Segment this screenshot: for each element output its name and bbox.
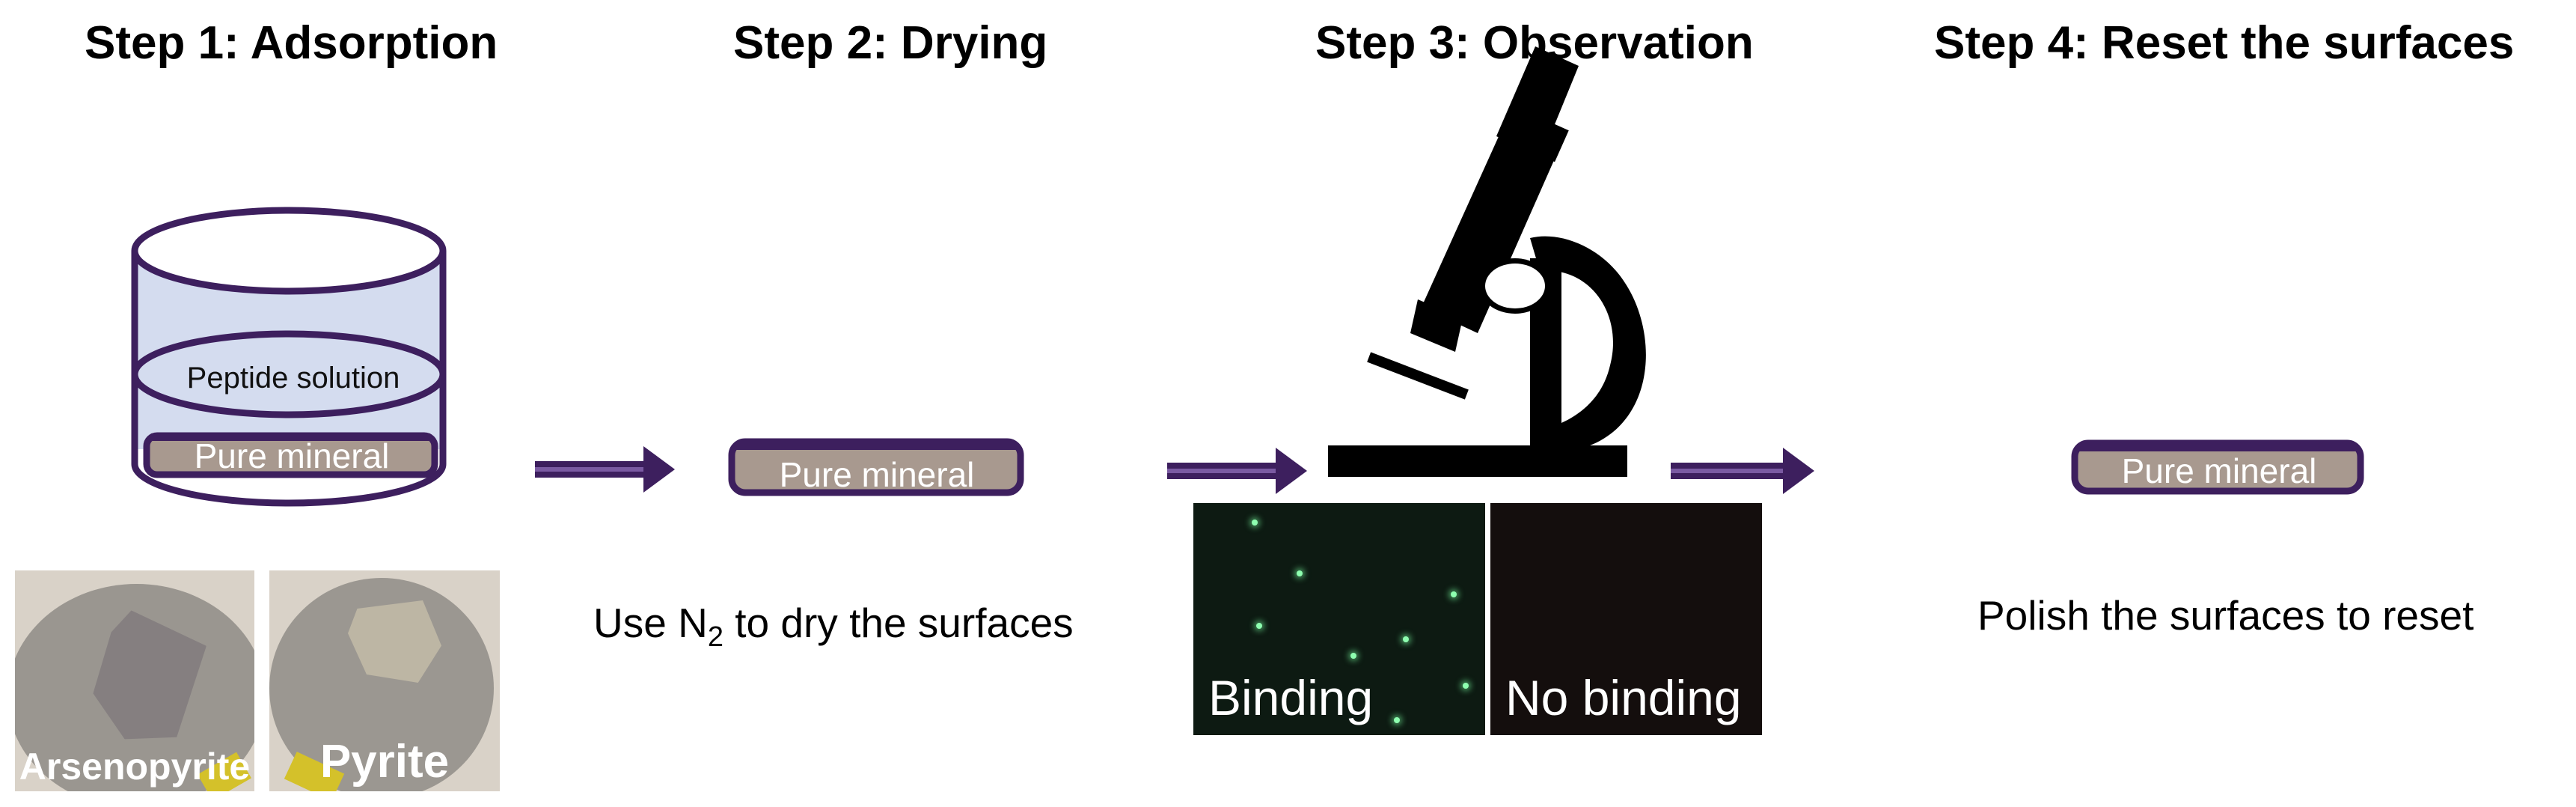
beaker-mineral-label: Pure mineral [195, 436, 390, 475]
pyrite-label: Pyrite [319, 736, 450, 788]
beaker-mineral-disc [143, 432, 438, 478]
arrow-right-icon [1671, 448, 1814, 494]
arrow-right-icon [535, 446, 675, 493]
step-1-title: Step 1: Adsorption [85, 17, 498, 69]
arrow-right-icon [1167, 448, 1307, 494]
drying-mineral-disc [728, 438, 1024, 496]
reset-caption: Polish the surfaces to reset [1977, 592, 2474, 639]
no-binding-micrograph: No binding [1490, 503, 1762, 735]
binding-micrograph: Binding [1193, 503, 1485, 735]
step-2-title: Step 2: Drying [733, 17, 1048, 69]
pyrite-photo: Pyrite [269, 570, 500, 791]
drying-caption: Use N2 to dry the surfaces [593, 600, 1074, 653]
step-4-title: Step 4: Reset the surfaces [1934, 17, 2515, 69]
binding-label: Binding [1208, 670, 1374, 725]
reset-mineral-disc [2071, 439, 2364, 495]
microscope-icon [1328, 46, 1646, 477]
beaker-icon [131, 207, 447, 507]
arsenopyrite-photo: Arsenopyrite [15, 570, 254, 791]
reset-mineral-label: Pure mineral [2122, 451, 2317, 490]
peptide-solution-label: Peptide solution [187, 362, 400, 395]
drying-mineral-label: Pure mineral [780, 455, 975, 494]
arsenopyrite-label: Arsenopyrite [19, 746, 251, 788]
no-binding-label: No binding [1505, 670, 1742, 725]
